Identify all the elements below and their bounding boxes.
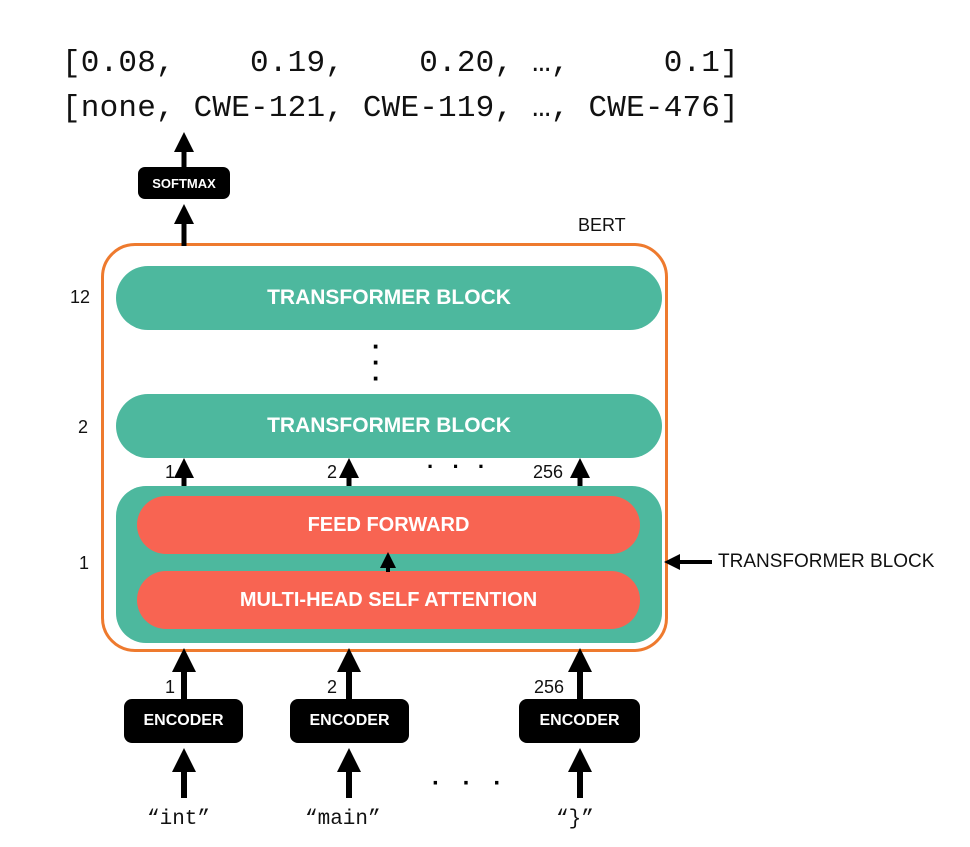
encoder-label: ENCODER (143, 712, 224, 729)
vertical-ellipsis: · · · (372, 331, 381, 393)
encoder-box-2: ENCODER (290, 699, 409, 743)
encoder-position-1: 1 (165, 677, 176, 697)
transformer-block-2: TRANSFORMER BLOCK (116, 394, 662, 458)
output-cwe-labels: [none, CWE-121, CWE-119, …, CWE-476] (62, 91, 739, 126)
softmax-label: SOFTMAX (152, 175, 216, 191)
top-position-label-256: 256 (533, 462, 564, 482)
feed-forward-label: FEED FORWARD (307, 513, 470, 536)
layer-number-2: 2 (78, 417, 89, 437)
bert-label: BERT (578, 215, 626, 235)
feed-forward-box: FEED FORWARD (137, 496, 640, 554)
input-token-1: “int” (147, 808, 211, 831)
encoder-position-256: 256 (534, 677, 565, 697)
input-token-3: “}” (556, 808, 594, 831)
bert-frame (101, 243, 668, 652)
transformer-block-12: TRANSFORMER BLOCK (116, 266, 662, 330)
transformer-block-callout: TRANSFORMER BLOCK (718, 551, 935, 572)
top-ellipsis: · · · (427, 454, 492, 479)
bottom-ellipsis: · · · (432, 770, 510, 797)
self-attention-label: MULTI-HEAD SELF ATTENTION (239, 588, 538, 611)
output-probabilities: [0.08, 0.19, 0.20, …, 0.1] (62, 46, 739, 81)
transformer-block-2-label: TRANSFORMER BLOCK (267, 414, 511, 437)
encoder-box-3: ENCODER (519, 699, 640, 743)
layer-number-1: 1 (79, 553, 90, 573)
self-attention-box: MULTI-HEAD SELF ATTENTION (137, 571, 640, 629)
input-token-2: “main” (305, 808, 381, 831)
encoder-label: ENCODER (539, 712, 620, 729)
top-position-label-2: 2 (327, 462, 338, 482)
softmax-box: SOFTMAX (138, 167, 230, 199)
encoder-position-2: 2 (327, 677, 338, 697)
encoder-box-1: ENCODER (124, 699, 243, 743)
top-position-label-1: 1 (165, 462, 176, 482)
layer-number-12: 12 (70, 287, 91, 307)
encoder-label: ENCODER (309, 712, 390, 729)
transformer-block-12-label: TRANSFORMER BLOCK (267, 286, 511, 309)
